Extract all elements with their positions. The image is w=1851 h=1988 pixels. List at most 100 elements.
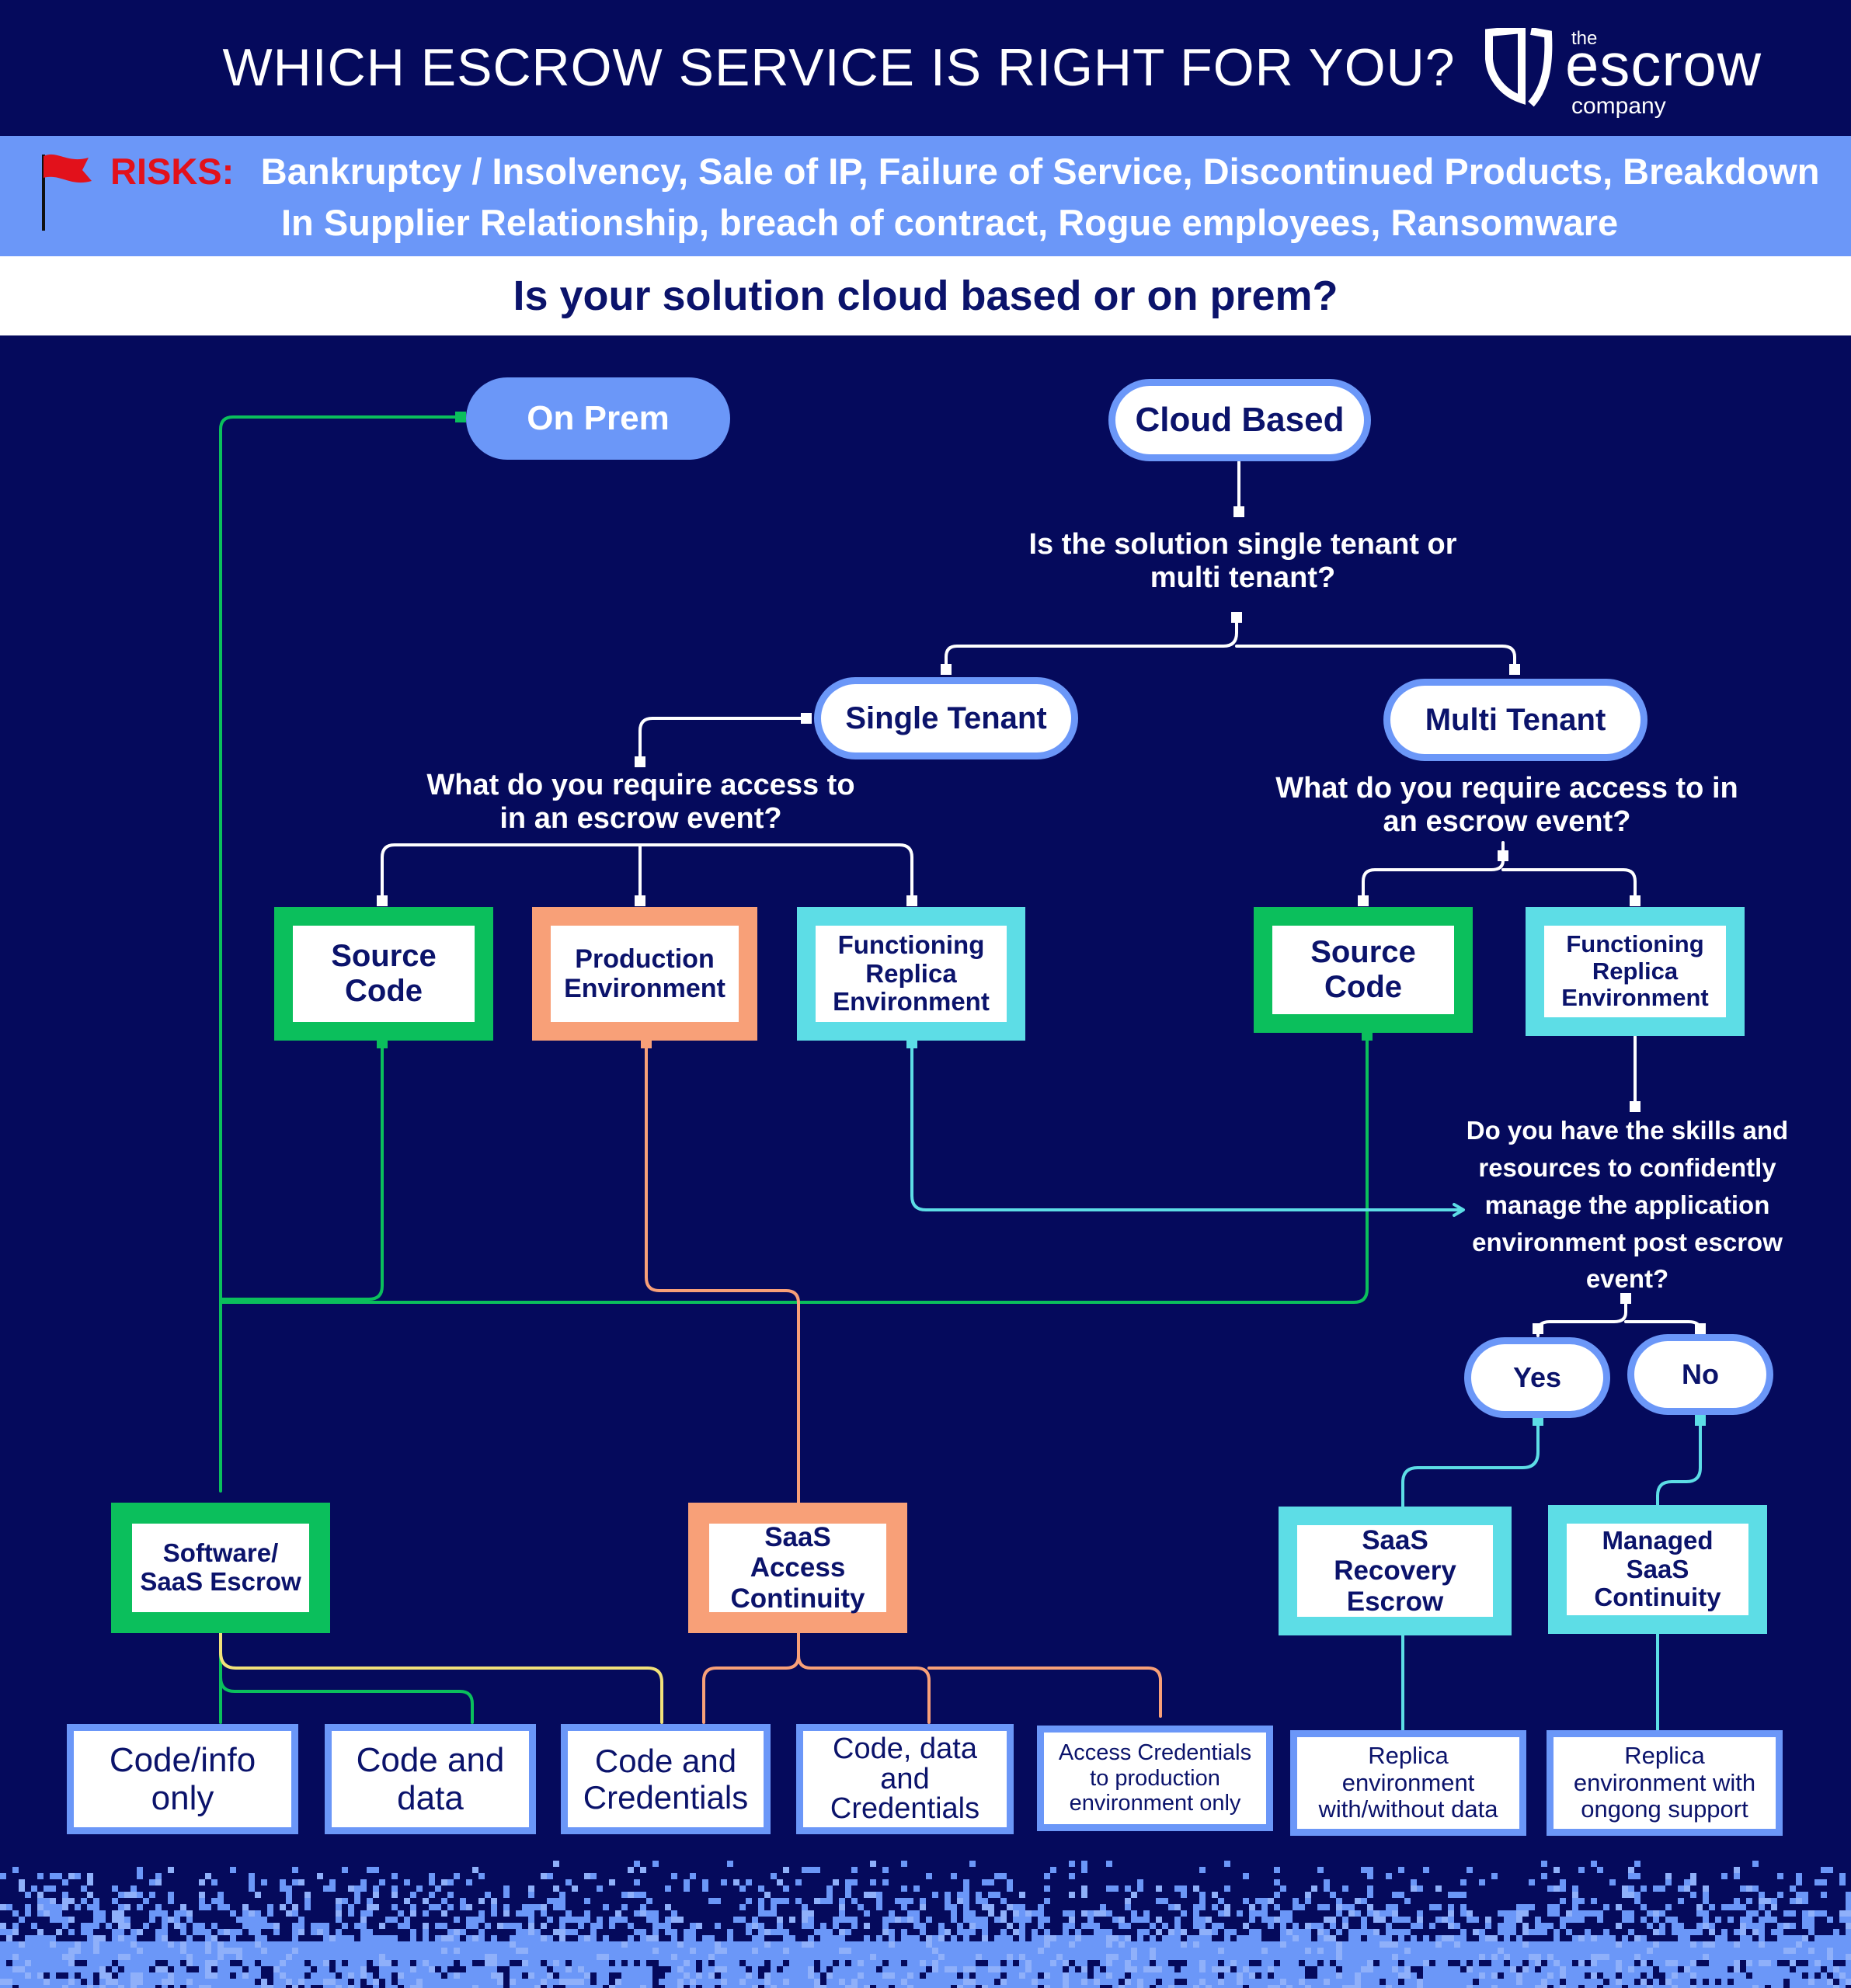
pixel-cell: [876, 1954, 882, 1960]
pixel-cell: [1703, 1910, 1709, 1917]
pixel-cell: [1846, 1904, 1851, 1910]
pixel-cell: [1286, 1941, 1293, 1948]
pixel-cell: [1063, 1985, 1069, 1988]
pixel-cell: [1050, 1985, 1056, 1988]
pixel-cell: [845, 1954, 851, 1960]
pixel-cell: [485, 1966, 491, 1972]
pixel-cell: [1802, 1948, 1808, 1954]
pixel-cell: [1249, 1960, 1255, 1966]
pixel-cell: [708, 1960, 715, 1966]
pixel-cell: [37, 1960, 43, 1966]
pixel-cell: [1790, 1898, 1796, 1904]
pixel-cell: [1255, 1941, 1261, 1948]
pixel-cell: [969, 1929, 976, 1935]
pixel-cell: [1106, 1948, 1112, 1954]
pixel-cell: [1355, 1929, 1361, 1935]
pixel-cell: [491, 1960, 497, 1966]
pixel-cell: [68, 1985, 75, 1988]
pixel-cell: [696, 1972, 702, 1979]
pixel-cell: [1286, 1954, 1293, 1960]
pixel-cell: [646, 1910, 652, 1917]
pixel-cell: [1081, 1985, 1087, 1988]
pixel-cell: [994, 1966, 1000, 1972]
pixel-cell: [1150, 1923, 1156, 1929]
pixel-cell: [1541, 1979, 1547, 1985]
pixel-cell: [1641, 1917, 1647, 1923]
pixel-cell: [727, 1935, 733, 1941]
pixel-cell: [988, 1892, 994, 1898]
pixel-cell: [323, 1885, 329, 1892]
pixel-cell: [951, 1941, 957, 1948]
pixel-cell: [155, 1948, 162, 1954]
pixel-cell: [485, 1979, 491, 1985]
pixel-cell: [708, 1898, 715, 1904]
pixel-cell: [646, 1948, 652, 1954]
pixel-cell: [739, 1985, 746, 1988]
pixel-cell: [1125, 1985, 1131, 1988]
pixel-cell: [1808, 1954, 1814, 1960]
pixel-cell: [1181, 1941, 1187, 1948]
pixel-cell: [1659, 1960, 1665, 1966]
pixel-cell: [1827, 1966, 1833, 1972]
pixel-cell: [1150, 1954, 1156, 1960]
pixel-cell: [1435, 1979, 1442, 1985]
pixel-cell: [1529, 1954, 1535, 1960]
pixel-cell: [1609, 1979, 1616, 1985]
pixel-cell: [1348, 1929, 1355, 1935]
pixel-cell: [199, 1929, 205, 1935]
pixel-cell: [771, 1929, 777, 1935]
pixel-cell: [1019, 1923, 1025, 1929]
pixel-cell: [1628, 1966, 1634, 1972]
pixel-cell: [37, 1898, 43, 1904]
pixel-cell: [534, 1935, 541, 1941]
pixel-cell: [516, 1929, 522, 1935]
pixel-cell: [1554, 1966, 1560, 1972]
pixel-cell: [112, 1960, 118, 1966]
pixel-cell: [1199, 1923, 1206, 1929]
pixel-cell: [1734, 1929, 1740, 1935]
pixel-cell: [1734, 1972, 1740, 1979]
saas-access-continuity-label: SaaS Access Continuity: [709, 1522, 886, 1614]
pixel-cell: [746, 1960, 752, 1966]
pixel-cell: [752, 1979, 758, 1985]
pixel-cell: [93, 1960, 99, 1966]
pixel-cell: [1759, 1979, 1765, 1985]
pixel-cell: [292, 1923, 298, 1929]
pixel-cell: [1187, 1948, 1193, 1954]
pixel-cell: [1846, 1929, 1851, 1935]
pixel-cell: [1491, 1979, 1498, 1985]
pixel-cell: [416, 1941, 423, 1948]
pixel-cell: [528, 1929, 534, 1935]
pixel-cell: [764, 1966, 771, 1972]
pixel-cell: [404, 1979, 410, 1985]
pixel-cell: [1572, 1972, 1578, 1979]
pixel-cell: [516, 1954, 522, 1960]
pixel-cell: [1094, 1935, 1100, 1941]
pixel-cell: [1137, 1966, 1143, 1972]
pixel-cell: [938, 1948, 945, 1954]
pixel-cell: [528, 1910, 534, 1917]
pixel-cell: [634, 1929, 640, 1935]
pixel-cell: [1740, 1929, 1746, 1935]
pixel-cell: [665, 1972, 671, 1979]
pixel-cell: [1249, 1935, 1255, 1941]
pixel-cell: [870, 1879, 876, 1885]
pixel-cell: [1367, 1966, 1373, 1972]
source-code-multi-box: Source Code: [1254, 907, 1473, 1033]
pixel-cell: [1609, 1935, 1616, 1941]
pixel-cell: [1007, 1935, 1013, 1941]
pixel-cell: [559, 1972, 565, 1979]
pixel-cell: [329, 1960, 336, 1966]
pixel-cell: [864, 1954, 870, 1960]
pixel-cell: [715, 1972, 721, 1979]
pixel-cell: [236, 1972, 242, 1979]
pixel-cell: [1224, 1979, 1230, 1985]
pixel-cell: [137, 1929, 143, 1935]
pixel-cell: [118, 1966, 124, 1972]
pixel-cell: [1274, 1954, 1280, 1960]
pixel-cell: [1206, 1972, 1212, 1979]
pixel-cell: [932, 1948, 938, 1954]
pixel-cell: [398, 1972, 404, 1979]
pixel-cell: [137, 1985, 143, 1988]
pixel-cell: [1578, 1954, 1585, 1960]
